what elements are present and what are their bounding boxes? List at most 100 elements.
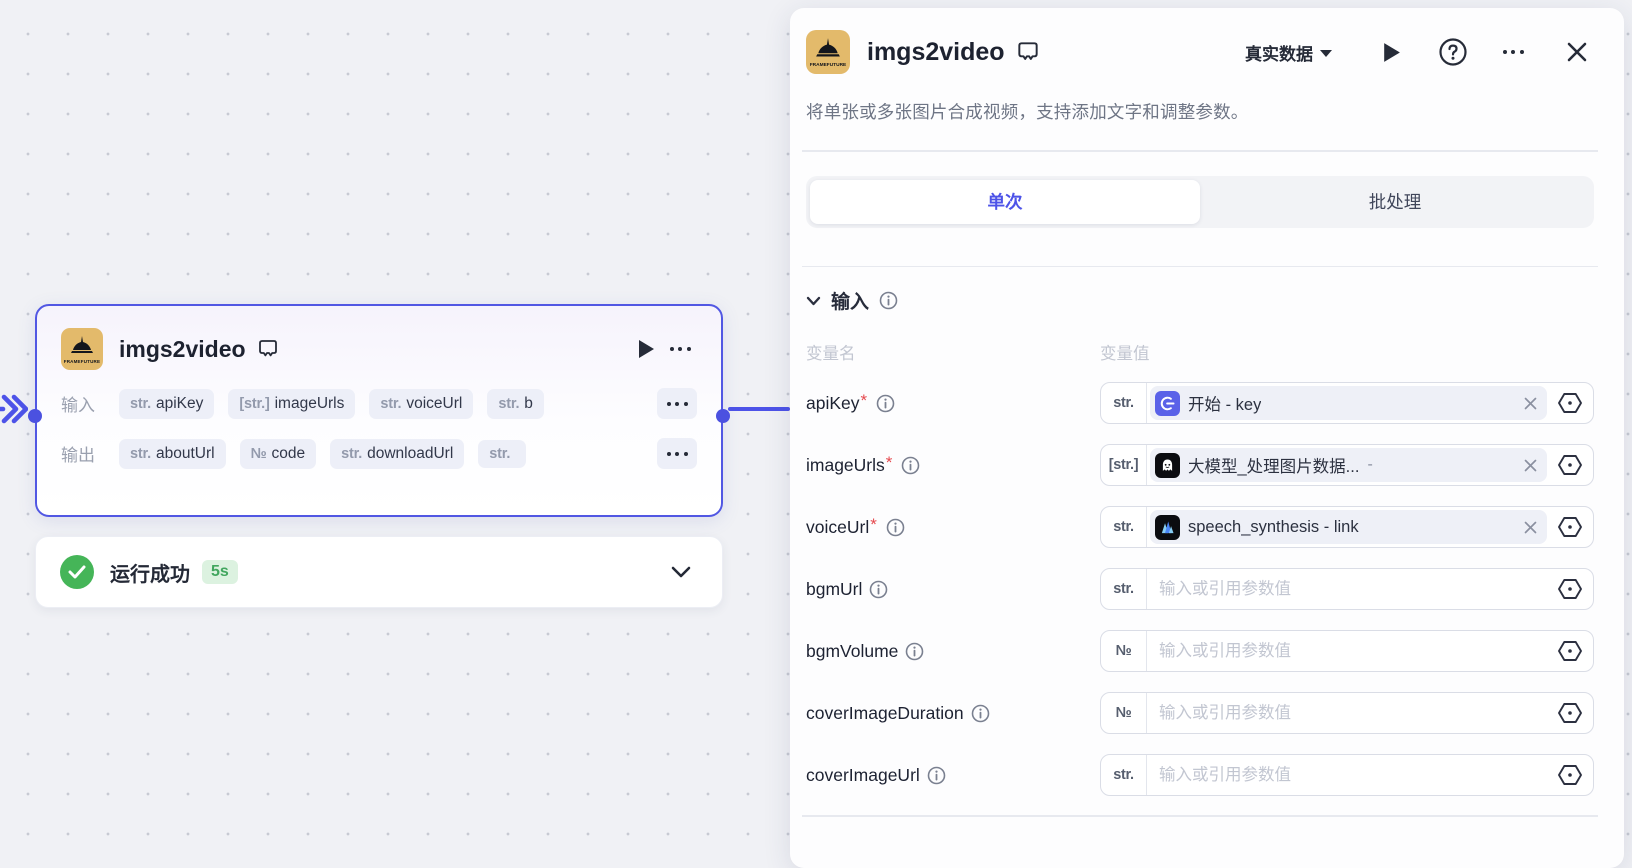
plugin-badge-icon <box>1015 39 1041 65</box>
divider <box>802 815 1598 817</box>
reference-hexagon-icon[interactable] <box>1547 445 1593 485</box>
param-name: coverImageDuration <box>806 702 964 723</box>
success-check-icon <box>60 555 94 589</box>
param-value-field[interactable]: str. 开始 - key <box>1100 382 1594 424</box>
param-value-input[interactable] <box>1147 569 1547 609</box>
reference-hexagon-icon[interactable] <box>1547 507 1593 547</box>
param-value-input[interactable] <box>1147 755 1547 795</box>
type-badge: № <box>1101 631 1147 671</box>
type-badge: [str.] <box>1101 445 1147 485</box>
info-icon[interactable] <box>876 394 895 413</box>
incoming-edge-arrow <box>0 394 28 424</box>
required-mark: * <box>860 391 868 410</box>
info-icon[interactable] <box>901 456 920 475</box>
reference-hexagon-icon[interactable] <box>1547 569 1593 609</box>
param-chip: str.b <box>487 388 544 419</box>
type-badge: str. <box>1101 755 1147 795</box>
panel-more-button[interactable] <box>1496 35 1530 69</box>
output-port[interactable] <box>716 409 730 423</box>
input-port[interactable] <box>28 409 42 423</box>
info-icon[interactable] <box>879 291 898 310</box>
flow-node-imgs2video[interactable]: FRAMEFUTURE imgs2video 输入 str.apiKey [st… <box>28 304 730 517</box>
node-config-panel: FRAMEFUTURE imgs2video 真实数据 <box>790 8 1624 868</box>
param-name: bgmVolume <box>806 640 899 661</box>
param-row: coverImageDuration № <box>806 682 1594 744</box>
framefuture-plugin-icon: FRAMEFUTURE <box>806 30 850 74</box>
reference-chip: 开始 - key <box>1150 386 1547 420</box>
help-icon[interactable] <box>1436 35 1470 69</box>
start-node-icon <box>1155 390 1180 416</box>
remove-icon[interactable] <box>1514 521 1537 534</box>
type-badge: № <box>1101 693 1147 733</box>
param-value-field: № <box>1100 630 1594 672</box>
status-chevron-down-icon[interactable] <box>664 555 698 589</box>
expand-inputs-button[interactable] <box>657 388 697 419</box>
type-badge: str. <box>1101 507 1147 547</box>
param-value-input[interactable] <box>1147 693 1547 733</box>
framefuture-plugin-icon: FRAMEFUTURE <box>61 328 103 370</box>
node-description: 将单张或多张图片合成视频，支持添加文字和调整参数。 <box>806 102 1249 122</box>
input-chip-list: str.apiKey [str.]imageUrls str.voiceUrl … <box>119 388 647 419</box>
reference-chip: 大模型_处理图片数据... - <box>1150 448 1547 482</box>
type-badge: str. <box>1101 383 1147 423</box>
param-row: apiKey* str. 开始 - key <box>806 372 1594 434</box>
run-node-button[interactable] <box>629 332 663 366</box>
data-mode-label: 真实数据 <box>1245 44 1313 64</box>
tab-single-run[interactable]: 单次 <box>810 179 1200 224</box>
node-title: imgs2video <box>119 335 246 362</box>
param-row: coverImageUrl str. <box>806 744 1594 806</box>
param-row: voiceUrl* str. speech_synthesis - link <box>806 496 1594 558</box>
info-icon[interactable] <box>869 580 888 599</box>
divider <box>802 150 1598 152</box>
speech-synthesis-node-icon <box>1155 514 1180 540</box>
tab-batch[interactable]: 批处理 <box>1368 192 1422 212</box>
panel-title: imgs2video <box>867 37 1005 66</box>
param-chip: str.downloadUrl <box>330 438 465 469</box>
param-value-field[interactable]: str. speech_synthesis - link <box>1100 506 1594 548</box>
param-name: voiceUrl <box>806 516 870 537</box>
param-value-field: № <box>1100 692 1594 734</box>
reference-chip: speech_synthesis - link <box>1150 510 1547 544</box>
remove-icon[interactable] <box>1514 459 1537 472</box>
node-output-label: 输出 <box>61 446 95 465</box>
column-value-header: 变量值 <box>1100 345 1150 363</box>
remove-icon[interactable] <box>1514 397 1537 410</box>
info-icon[interactable] <box>971 704 990 723</box>
node-more-button[interactable] <box>663 332 697 366</box>
required-mark: * <box>870 515 877 534</box>
reference-hexagon-icon[interactable] <box>1547 693 1593 733</box>
run-status-card[interactable]: 运行成功 5s <box>35 536 723 608</box>
column-name-header: 变量名 <box>806 345 856 363</box>
info-icon[interactable] <box>905 642 924 661</box>
node-input-label: 输入 <box>61 396 95 415</box>
status-label: 运行成功 <box>110 563 190 586</box>
param-name: imageUrls <box>806 454 885 475</box>
param-row: bgmUrl str. <box>806 558 1594 620</box>
data-mode-dropdown[interactable]: 真实数据 <box>1245 40 1332 65</box>
param-value-field: str. <box>1100 568 1594 610</box>
run-button[interactable] <box>1374 35 1408 69</box>
collapse-chevron-icon[interactable] <box>806 296 821 306</box>
reference-hexagon-icon[interactable] <box>1547 631 1593 671</box>
brand-label: FRAMEFUTURE <box>63 359 101 364</box>
reference-hexagon-icon[interactable] <box>1547 383 1593 423</box>
reference-hexagon-icon[interactable] <box>1547 755 1593 795</box>
duration-badge: 5s <box>202 560 238 584</box>
info-icon[interactable] <box>886 518 905 537</box>
llm-node-icon <box>1155 452 1180 478</box>
plugin-badge-icon <box>256 337 280 361</box>
expand-outputs-button[interactable] <box>657 438 697 469</box>
param-value-field[interactable]: [str.] 大模型_处理图片数据... - <box>1100 444 1594 486</box>
param-row: imageUrls* [str.] 大模型_处理图片数据... - <box>806 434 1594 496</box>
param-chip: [str.]imageUrls <box>228 388 356 419</box>
param-value-field: str. <box>1100 754 1594 796</box>
param-value-input[interactable] <box>1147 631 1547 671</box>
param-chip: str. <box>478 439 527 468</box>
param-chip: str.voiceUrl <box>369 388 474 419</box>
required-mark: * <box>885 453 893 472</box>
close-icon[interactable] <box>1560 35 1594 69</box>
chevron-down-icon <box>1320 49 1332 57</box>
info-icon[interactable] <box>927 766 946 785</box>
